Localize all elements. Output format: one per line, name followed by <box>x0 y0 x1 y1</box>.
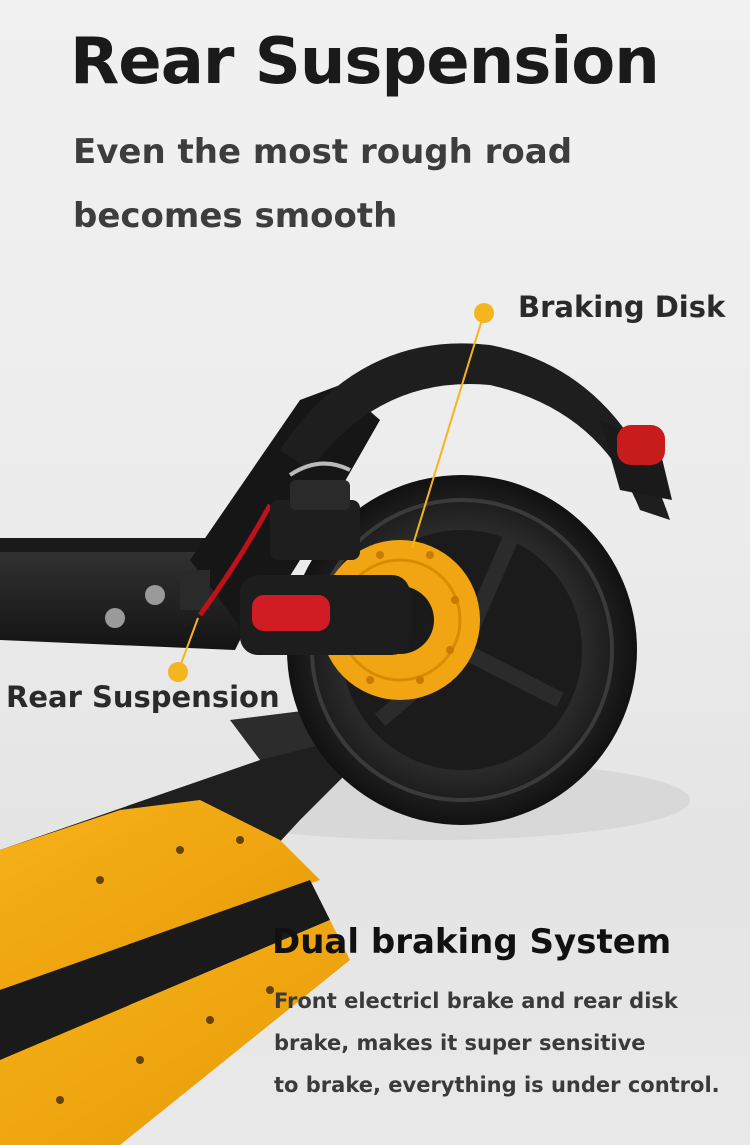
braking-disk-label: Braking Disk <box>518 290 726 324</box>
speed-bump <box>0 710 360 1145</box>
feature-description: Front electricl brake and rear disk brak… <box>274 980 744 1106</box>
rear-suspension-marker <box>168 662 188 682</box>
braking-disk-leader <box>411 312 485 549</box>
page-title: Rear Suspension <box>70 25 660 99</box>
rear-fender <box>280 343 670 520</box>
page-subtitle: Even the most rough road becomes smooth <box>73 132 573 236</box>
feature-line: Front electricl brake and rear disk <box>274 989 678 1013</box>
rear-suspension-label: Rear Suspension <box>6 680 280 714</box>
brake-caliper <box>270 461 360 560</box>
rear-reflector-light <box>617 425 665 465</box>
feature-title: Dual braking System <box>272 922 672 962</box>
scooter-deck <box>0 385 380 650</box>
braking-disk-marker <box>474 303 494 323</box>
side-reflector <box>252 595 330 631</box>
feature-line: to brake, everything is under control. <box>274 1073 720 1097</box>
feature-line: brake, makes it super sensitive <box>274 1031 646 1055</box>
